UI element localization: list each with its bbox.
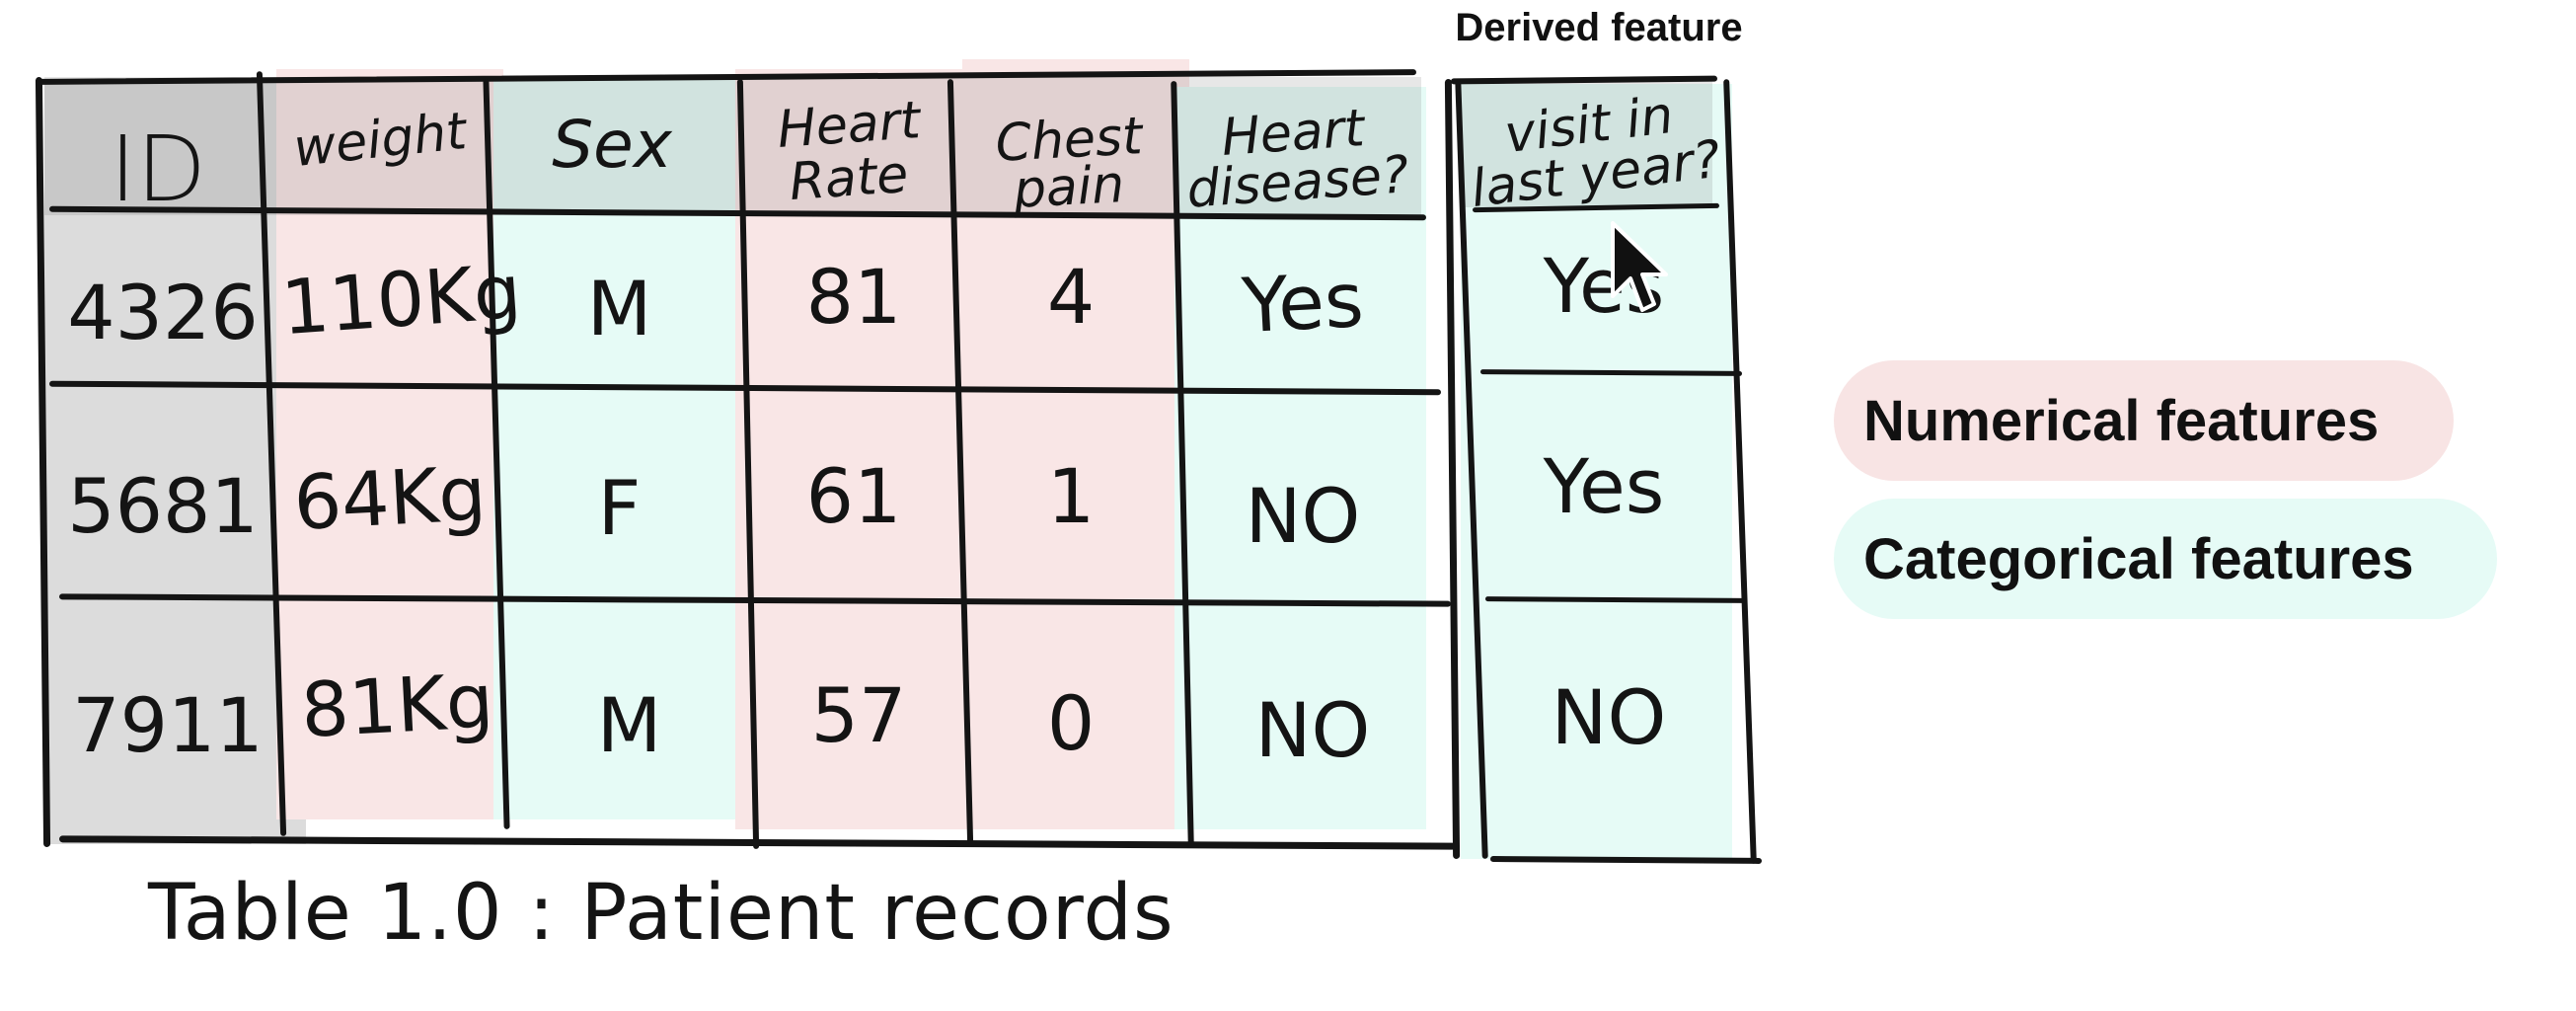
header-chest-pain-line2: pain [1012,155,1126,220]
weight-column-wash [276,69,503,819]
cell-visit-row1: Yes [1543,242,1665,330]
cell-id-row2: 5681 [67,462,259,550]
cell-heart-rate-row1: 81 [805,253,902,341]
cell-weight-row2: 64Kg [291,448,489,548]
cell-heart-rate-row2: 61 [805,452,902,540]
mouse-pointer-icon [1611,221,1668,312]
cell-weight-row1: 110Kg [278,247,524,352]
legend-numerical-label: Numerical features [1863,388,2380,453]
cell-sex-row2: F [597,464,642,552]
chest-pain-column-wash [962,59,1189,829]
cell-id-row1: 4326 [67,269,259,356]
cell-heart-disease-row1: Yes [1240,255,1366,350]
table-caption: Table 1.0 : Patient records [148,869,1174,958]
derived-feature-title: Derived feature [1455,6,1743,49]
legend-categorical-label: Categorical features [1863,526,2414,591]
cell-sex-row3: M [596,681,662,769]
cell-id-row3: 7911 [72,681,264,769]
cell-heart-disease-row2: NO [1245,472,1361,560]
cell-chest-pain-row3: 0 [1046,679,1096,767]
cell-heart-rate-row3: 57 [810,671,907,759]
derived-border-bottom [1489,856,1763,864]
heart-rate-column-wash [735,69,967,829]
cell-visit-row3: NO [1551,673,1667,761]
legend-categorical-features: Categorical features [1834,499,2497,619]
legend-numerical-features: Numerical features [1834,360,2454,481]
header-row-shade [44,77,1421,215]
derived-header-shade [1461,79,1712,207]
cell-visit-row2: Yes [1543,442,1665,530]
table-border-right [1444,78,1461,860]
cell-heart-disease-row3: NO [1254,686,1371,774]
sex-column-wash [493,77,740,819]
heart-disease-column-wash [1174,87,1426,829]
header-sex: Sex [552,107,672,183]
visit-column-wash [1461,84,1732,859]
cell-chest-pain-row1: 4 [1046,253,1096,341]
cell-chest-pain-row2: 1 [1046,452,1096,540]
cell-sex-row1: M [586,265,652,352]
header-id: ID [110,117,206,222]
cell-weight-row3: 81Kg [298,656,496,755]
